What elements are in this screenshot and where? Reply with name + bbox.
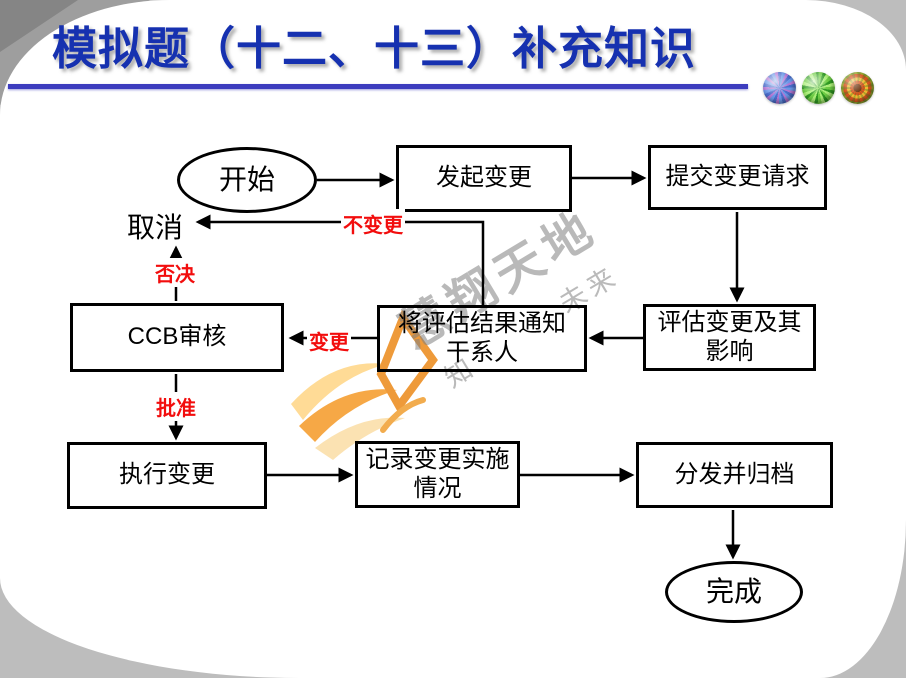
node-record-implementation: 记录变更实施 情况: [355, 441, 520, 508]
node-start: 开始: [177, 147, 317, 213]
edge-label-no-change: 不变更: [341, 209, 405, 238]
node-ccb-review: CCB审核: [70, 303, 284, 372]
blue-pinwheel-icon: [763, 72, 796, 104]
node-distribute-archive: 分发并归档: [636, 442, 833, 508]
node-submit-change-request: 提交变更请求: [648, 145, 827, 210]
node-execute-change: 执行变更: [67, 442, 267, 509]
orange-pinwheel-icon: [841, 72, 874, 104]
title-underline: [8, 84, 748, 89]
node-initiate-change: 发起变更: [396, 145, 572, 212]
phoenix-book-logo-icon: [291, 309, 438, 460]
green-pinwheel-icon: [802, 72, 835, 104]
edge-label-reject: 否决: [153, 258, 197, 287]
edge-label-change: 变更: [307, 326, 351, 355]
node-done: 完成: [665, 561, 803, 623]
edge-label-approve: 批准: [154, 392, 198, 421]
node-notify-stakeholders: 将评估结果通知 干系人: [377, 305, 587, 372]
slide-title: 模拟题（十二、十三）补充知识: [52, 23, 697, 74]
node-assess-change-impact: 评估变更及其 影响: [643, 304, 816, 371]
decor-balls: [763, 72, 874, 104]
node-cancel: 取消: [127, 212, 184, 243]
